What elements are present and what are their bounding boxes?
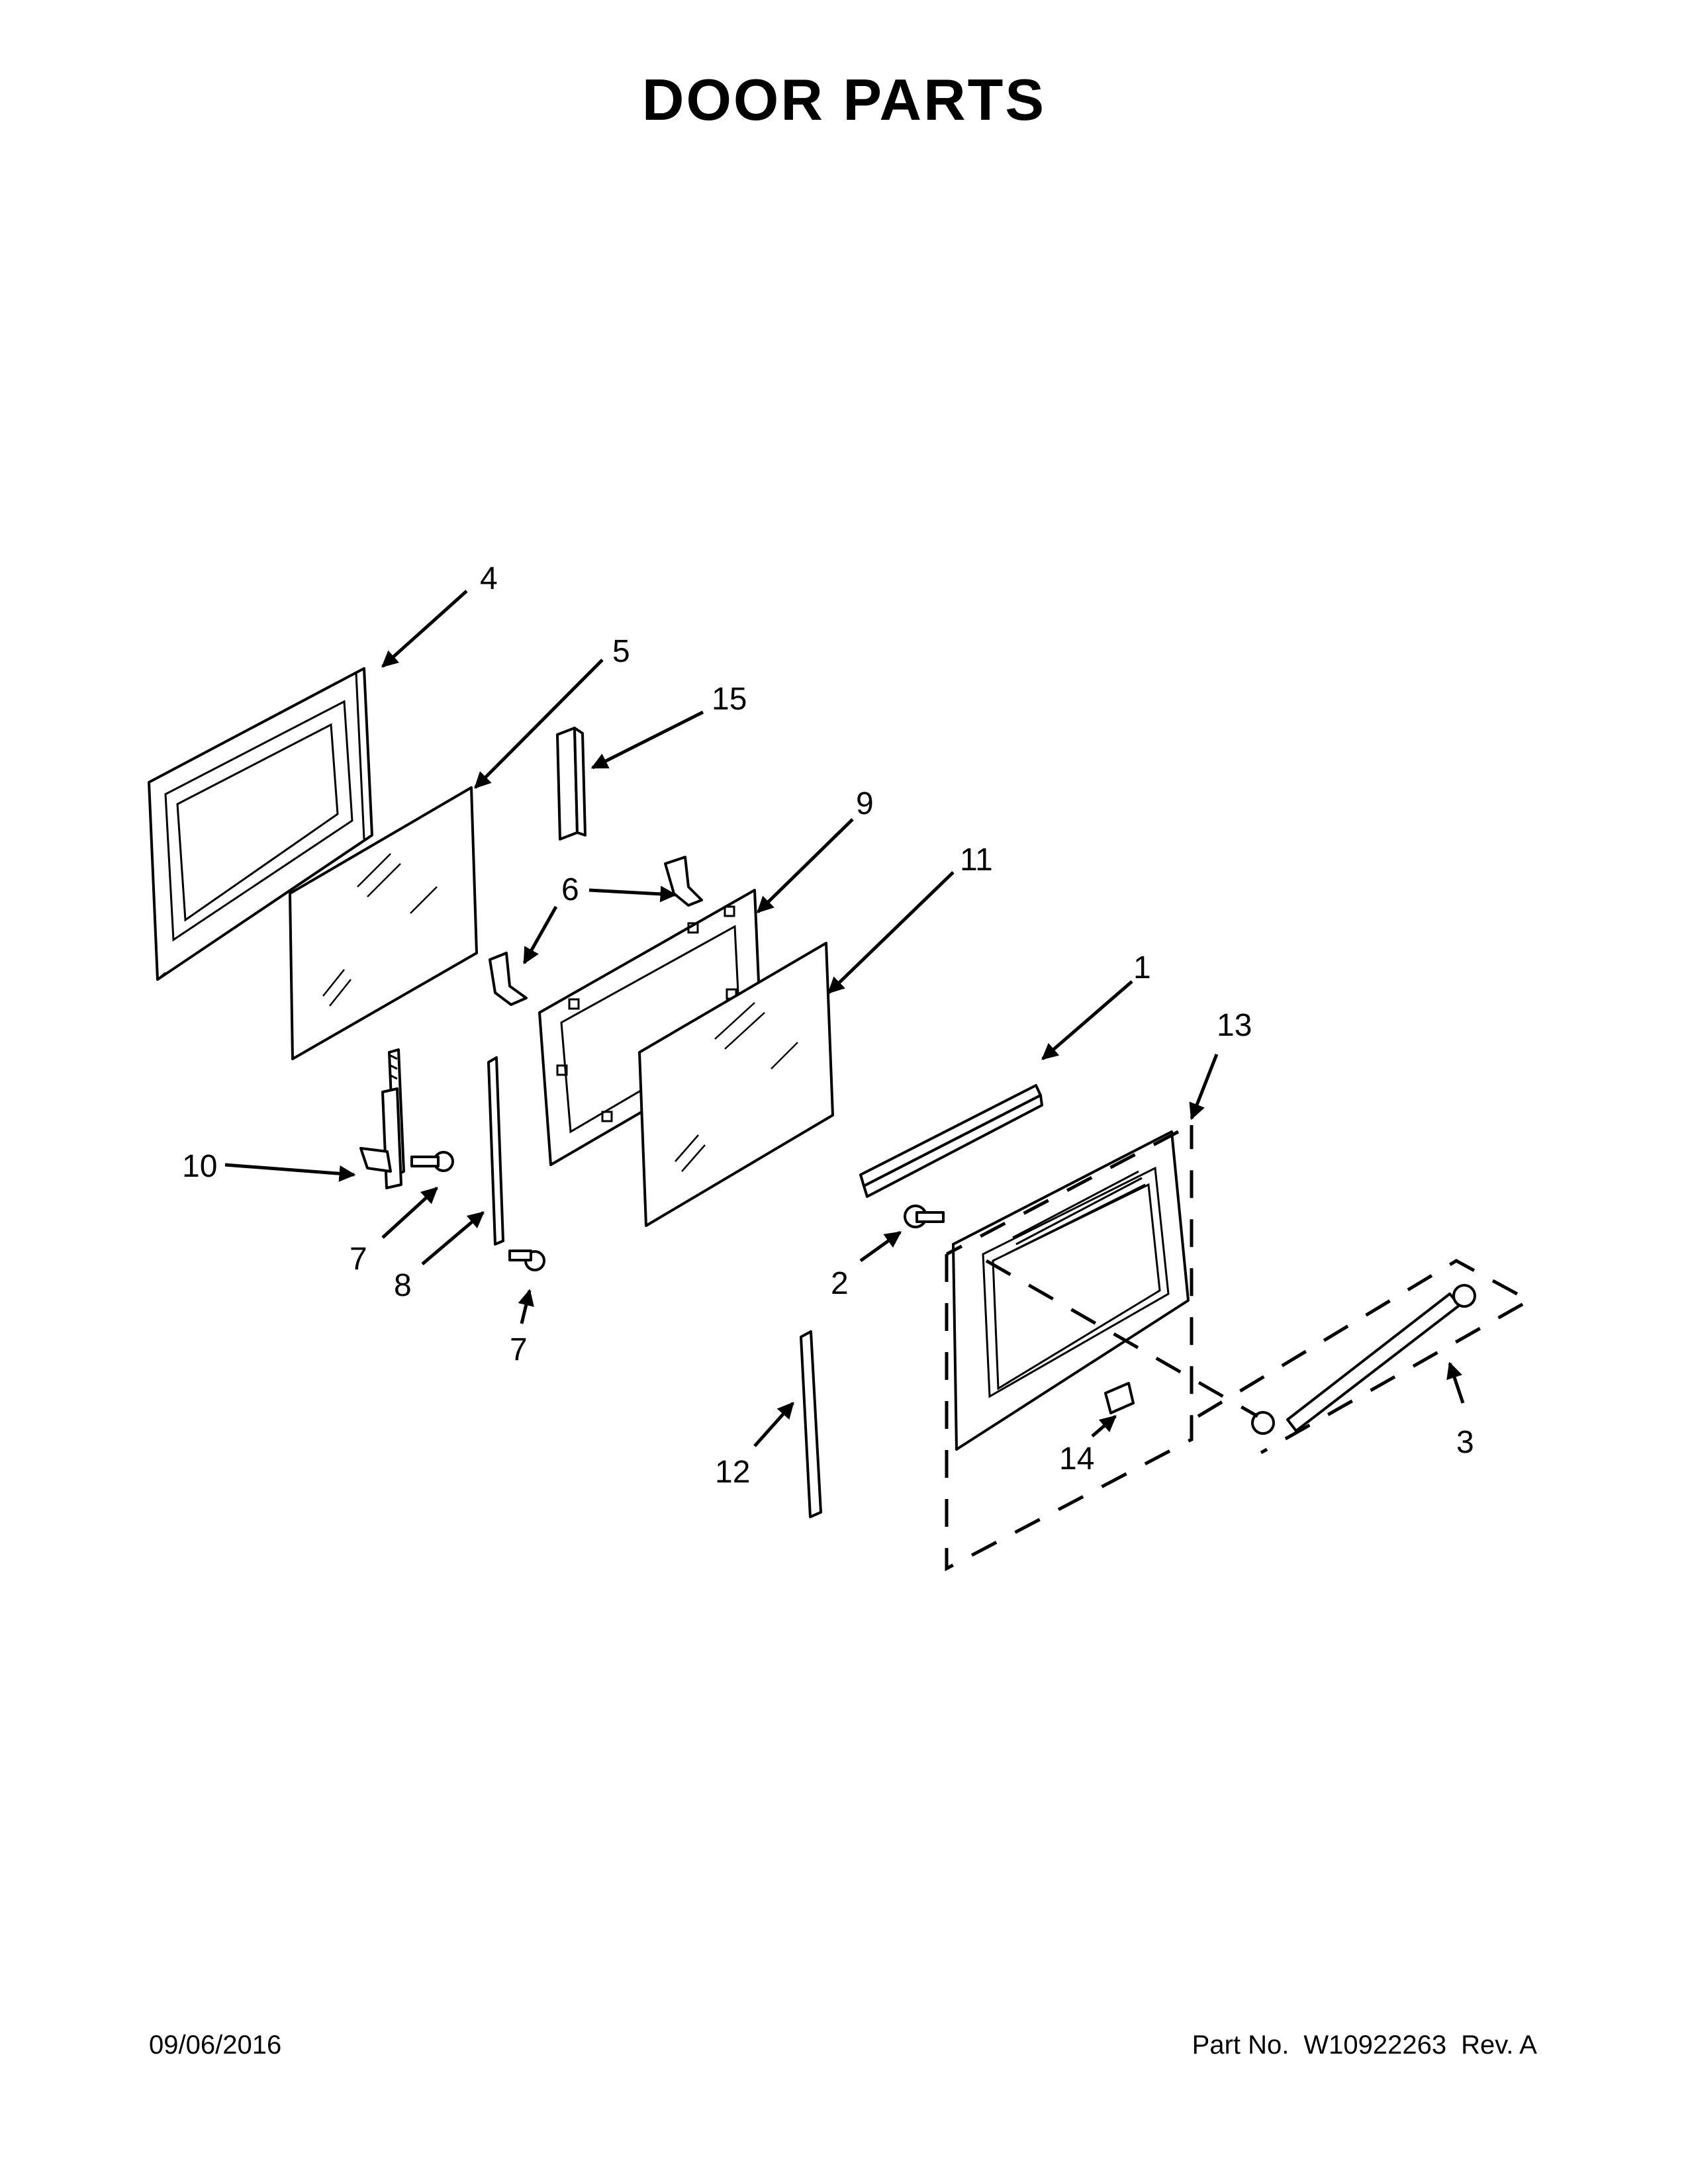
- callout-15: 15: [712, 682, 747, 717]
- side-trim-left: [487, 1056, 504, 1246]
- handle-screw: [904, 1205, 945, 1228]
- callout-1: 1: [1133, 950, 1151, 985]
- leader-lines: [224, 590, 1465, 1447]
- callout-6: 6: [561, 872, 579, 907]
- inner-door-panel: [148, 667, 373, 981]
- callout-9: 9: [856, 786, 874, 821]
- callout-4: 4: [480, 561, 498, 596]
- callout-11: 11: [960, 842, 993, 878]
- callout-3: 3: [1456, 1425, 1474, 1460]
- spacer-bracket: [556, 727, 586, 841]
- glass-clip-lower: [489, 952, 528, 1006]
- page-title: DOOR PARTS: [641, 67, 1047, 132]
- callout-2: 2: [831, 1266, 849, 1301]
- callout-10: 10: [182, 1149, 217, 1184]
- callout-12: 12: [715, 1455, 750, 1490]
- callout-7-lower: 7: [510, 1332, 528, 1367]
- callout-labels: 4 5 15 9 6 11 1 13 10 7 8 7 2 12 14 3: [182, 561, 1474, 1490]
- hinge-screw-lower: [508, 1250, 545, 1271]
- door-hinge: [359, 1048, 405, 1189]
- assembly-outline-13: [945, 1125, 1194, 1572]
- revision: Rev. A: [1461, 2030, 1537, 2060]
- part-no-value: W10922263: [1303, 2030, 1447, 2060]
- footer-date: 09/06/2016: [149, 2030, 282, 2060]
- assembly-outline-13-top: [945, 1130, 1180, 1256]
- top-trim: [859, 1084, 1043, 1198]
- inner-glass-panel: [638, 942, 834, 1227]
- outer-glass-panel: [289, 786, 478, 1060]
- handle-alignment-line: [985, 1259, 1259, 1418]
- part-no-label: Part No.: [1192, 2030, 1289, 2060]
- footer-part-number: Part No. W10922263 Rev. A: [1178, 2030, 1537, 2060]
- callout-5: 5: [612, 634, 630, 669]
- side-trim-right: [800, 1330, 822, 1518]
- callout-7-upper: 7: [350, 1242, 367, 1277]
- callout-8: 8: [394, 1268, 412, 1303]
- door-handle: [1251, 1284, 1476, 1435]
- hinge-screw-upper: [410, 1151, 454, 1172]
- outer-door-panel: [952, 1130, 1190, 1451]
- logo-badge: [1104, 1382, 1135, 1414]
- assembly-outline-3: [1197, 1259, 1533, 1455]
- callout-13: 13: [1217, 1008, 1252, 1043]
- glass-clip-upper: [664, 856, 703, 907]
- callout-14: 14: [1059, 1441, 1094, 1477]
